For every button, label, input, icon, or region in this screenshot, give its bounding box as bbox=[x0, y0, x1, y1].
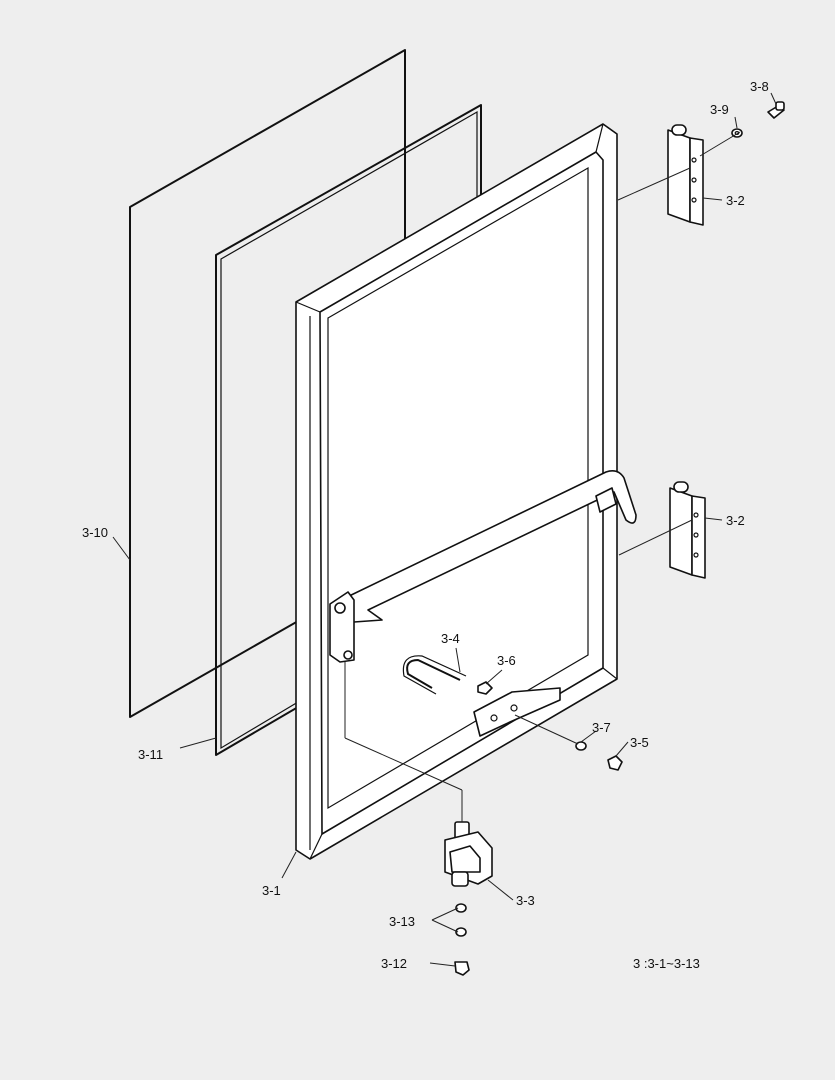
bracket-plate bbox=[473, 687, 561, 737]
washers-3-13 bbox=[455, 903, 467, 937]
label-3-5: 3-5 bbox=[630, 735, 649, 750]
door-frame bbox=[295, 123, 618, 860]
label-3-2-top: 3-2 bbox=[726, 193, 745, 208]
hinge-top bbox=[667, 124, 704, 226]
label-3-2-bottom: 3-2 bbox=[726, 513, 745, 528]
u-bolt-3-4 bbox=[402, 655, 467, 695]
label-3-8: 3-8 bbox=[750, 79, 769, 94]
nut-3-5 bbox=[607, 755, 623, 771]
nut-3-6 bbox=[477, 681, 493, 695]
pivot-assembly-3-3 bbox=[444, 821, 493, 887]
label-3-9: 3-9 bbox=[710, 102, 729, 117]
hinge-bottom bbox=[669, 481, 706, 579]
label-3-6: 3-6 bbox=[497, 653, 516, 668]
part-labels: 3-10 3-11 3-1 3-2 3-2 3-8 3-9 3-4 3-6 3-… bbox=[82, 79, 769, 971]
leader-lines bbox=[112, 92, 777, 967]
push-bar-handle bbox=[329, 470, 637, 663]
label-3-10: 3-10 bbox=[82, 525, 108, 540]
label-3-13: 3-13 bbox=[389, 914, 415, 929]
screw-3-8 bbox=[767, 101, 785, 119]
label-3-12: 3-12 bbox=[381, 956, 407, 971]
assembly-note: 3 :3-1~3-13 bbox=[633, 956, 700, 971]
washer-3-7 bbox=[575, 741, 587, 751]
cap-nut-3-12 bbox=[454, 961, 470, 976]
label-3-3: 3-3 bbox=[516, 893, 535, 908]
label-3-7: 3-7 bbox=[592, 720, 611, 735]
label-3-4: 3-4 bbox=[441, 631, 460, 646]
label-3-1: 3-1 bbox=[262, 883, 281, 898]
label-3-11: 3-11 bbox=[138, 747, 163, 762]
